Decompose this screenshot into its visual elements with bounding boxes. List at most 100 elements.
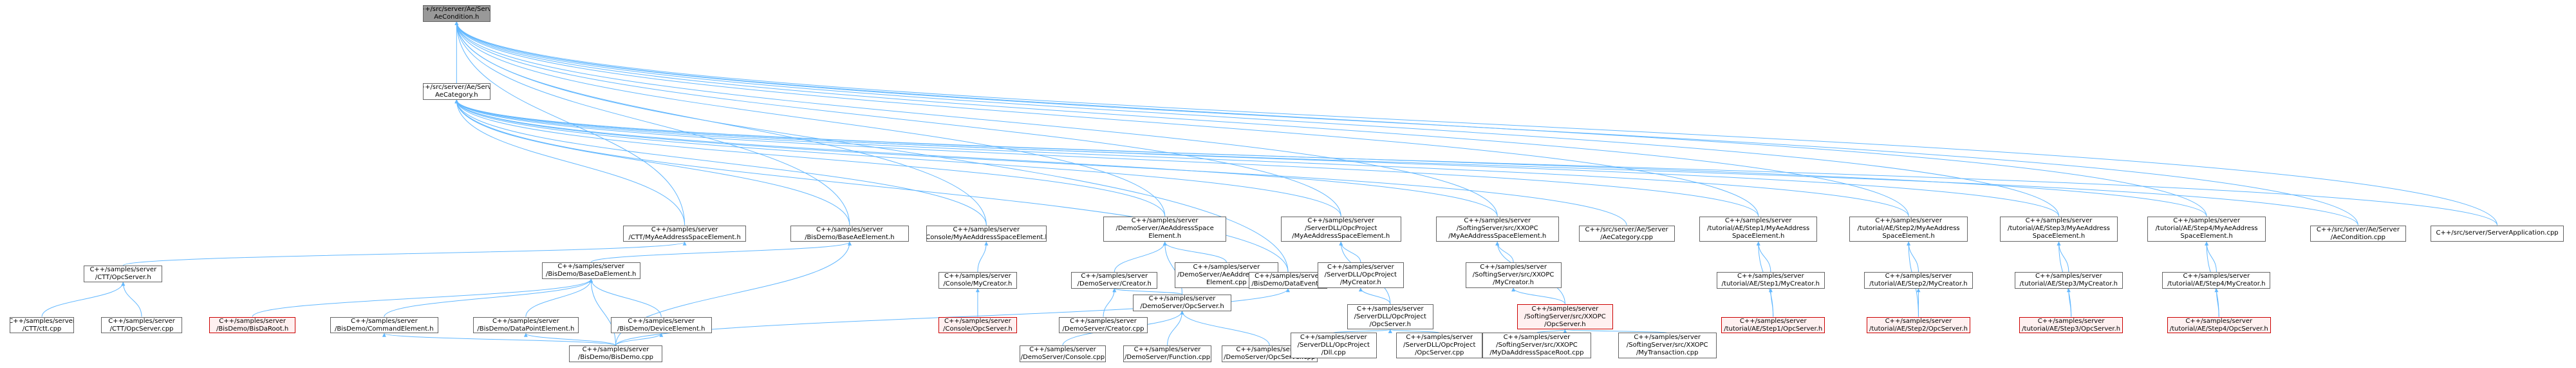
node-label-line: /ServerDLL/OpcProject xyxy=(1305,225,1377,233)
node-t1-mycreator[interactable]: C++/samples/server/tutorial/AE/Step1/MyC… xyxy=(1716,272,1825,289)
node-ctt-opcsrv-h[interactable]: C++/samples/server/CTT/OpcServer.h xyxy=(84,266,163,282)
edge-demo_aeas-to-demo_aeas_cpp xyxy=(1162,241,1227,263)
edge-con_myaeas-to-con_mycreator xyxy=(977,241,989,273)
node-demo-console-cpp[interactable]: C++/samples/server/DemoServer/Console.cp… xyxy=(1020,345,1106,362)
node-label-line: /ServerDLL/OpcProject xyxy=(1297,342,1370,349)
node-soft-mytrans-cpp[interactable]: C++/samples/server/SoftingServer/src/XXO… xyxy=(1618,333,1717,359)
node-label-line: /MyAeAddressSpaceElement.h xyxy=(1292,233,1390,240)
edge-aecat-to-demo_aeas xyxy=(454,99,1166,217)
node-bis-devel[interactable]: C++/samples/server/BisDemo/DeviceElement… xyxy=(610,316,712,334)
node-t4-opcsrv[interactable]: C++/samples/server/tutorial/AE/Step4/Opc… xyxy=(2167,316,2271,334)
node-bis-demo-cpp[interactable]: C++/samples/server/BisDemo/BisDemo.cpp xyxy=(568,345,663,362)
node-label-line: /tutorial/AE/Step3/OpcServer.h xyxy=(2022,325,2121,333)
node-srvapp-cpp[interactable]: C++/src/server/ServerApplication.cpp xyxy=(2431,225,2564,242)
edge-t1_mycreator-to-t1_opcsrv xyxy=(1768,288,1774,317)
node-dll-opcsrv[interactable]: C++/samples/server/ServerDLL/OpcProject/… xyxy=(1347,304,1433,330)
node-demo-function-cpp[interactable]: C++/samples/server/DemoServer/Function.c… xyxy=(1123,345,1212,362)
edge-root-to-t3_myaeas xyxy=(454,21,2060,217)
node-label-line: C++/samples/server xyxy=(1327,263,1394,271)
node-bis-dataevent[interactable]: C++/samples/server/BisDemo/DataEvent.h xyxy=(1248,272,1328,289)
node-soft-opcsrv[interactable]: C++/samples/server/SoftingServer/src/XXO… xyxy=(1517,304,1613,330)
node-demo-aeas[interactable]: C++/samples/server/DemoServer/AeAddressS… xyxy=(1103,216,1227,242)
node-bis-baseda[interactable]: C++/samples/server/BisDemo/BaseDaElement… xyxy=(541,262,640,279)
node-aecat-cpp[interactable]: C++/src/server/Ae/Server/AeCategory.cpp xyxy=(1578,225,1675,242)
node-label-line: /DemoServer/Creator.h xyxy=(1077,280,1152,287)
node-label-line: C++/samples/server xyxy=(1236,346,1303,354)
node-label-line: C++/samples/server xyxy=(651,226,718,233)
node-label-line: C++/samples/server xyxy=(1131,217,1199,225)
node-label-line: /tutorial/AE/Step2/OpcServer.h xyxy=(1869,325,1968,333)
edge-ctt_opcsrv_h-to-ctt_opcsrv_cpp xyxy=(121,282,142,317)
node-label-line: C++/samples/server xyxy=(1480,263,1547,271)
node-label-line: C++/samples/server xyxy=(1134,346,1201,354)
edge-bis_dpel-to-bis_demo_cpp xyxy=(523,333,617,346)
node-ctt-cpp[interactable]: C++/samples/server/CTT/ctt.cpp xyxy=(10,316,74,334)
node-label-line: /OpcServer.h xyxy=(1369,320,1411,328)
node-label-line: /ServerDLL/OpcProject xyxy=(1354,313,1426,320)
edge-aecat-to-t3_myaeas xyxy=(454,99,2060,217)
edge-demo_aeas-to-demo_creator xyxy=(1114,241,1167,273)
node-demo-opcsrv[interactable]: C++/samples/server/DemoServer/OpcServer.… xyxy=(1133,294,1231,311)
node-label-line: /MyCreator.h xyxy=(1339,278,1381,286)
node-label-line: C++/samples/server xyxy=(2185,317,2253,325)
edge-root-to-dll_myaeas xyxy=(454,21,1341,217)
node-t2-myaeas[interactable]: C++/samples/server/tutorial/AE/Step2/MyA… xyxy=(1849,216,1968,242)
node-con-opcsrv[interactable]: C++/samples/server/Console/OpcServer.h xyxy=(938,316,1018,334)
node-aecat[interactable]: C++/src/server/Ae/ServerAeCategory.h xyxy=(422,83,491,100)
node-t3-myaeas[interactable]: C++/samples/server/tutorial/AE/Step3/MyA… xyxy=(1999,216,2118,242)
node-t3-mycreator[interactable]: C++/samples/server/tutorial/AE/Step3/MyC… xyxy=(2014,272,2123,289)
node-aecond-cpp[interactable]: C++/src/server/Ae/Server/AeCondition.cpp xyxy=(2310,225,2406,242)
node-label-line: C++/samples/server xyxy=(1070,317,1137,325)
node-label-line: /BisDemo/DeviceElement.h xyxy=(617,325,705,333)
node-label-line: /BisDemo/CommandElement.h xyxy=(335,325,434,333)
node-t1-myaeas[interactable]: C++/samples/server/tutorial/AE/Step1/MyA… xyxy=(1699,216,1818,242)
node-label-line: Element.h xyxy=(1148,233,1182,240)
node-ctt-opcsrv-cpp[interactable]: C++/samples/server/CTT/OpcServer.cpp xyxy=(100,316,183,334)
node-demo-creator-cpp[interactable]: C++/samples/server/DemoServer/Creator.cp… xyxy=(1059,316,1148,334)
node-label-line: C++/src/server/ServerApplication.cpp xyxy=(2436,229,2559,237)
node-bis-baseae[interactable]: C++/samples/server/BisDemo/BaseAeElement… xyxy=(790,225,909,242)
node-bis-cmdel[interactable]: C++/samples/server/BisDemo/CommandElemen… xyxy=(330,316,438,334)
node-label-line: C++/samples/server xyxy=(1739,317,1807,325)
node-t1-opcsrv[interactable]: C++/samples/server/tutorial/AE/Step1/Opc… xyxy=(1721,316,1825,334)
node-t4-myaeas[interactable]: C++/samples/server/tutorial/AE/Step4/MyA… xyxy=(2147,216,2266,242)
node-label-line: C++/samples/server xyxy=(628,317,695,325)
node-label-line: /DemoServer/Console.cpp xyxy=(1020,354,1105,362)
node-con-myaeas[interactable]: C++/samples/server/Console/MyAeAddressSp… xyxy=(926,225,1047,242)
edge-soft_mycreator-to-soft_opcsrv xyxy=(1511,287,1565,304)
node-demo-creator[interactable]: C++/samples/server/DemoServer/Creator.h xyxy=(1071,272,1158,289)
node-ctt-myaeas[interactable]: C++/samples/server/CTT/MyAeAddressSpaceE… xyxy=(623,225,747,242)
node-root[interactable]: C++/src/server/Ae/ServerAeCondition.h xyxy=(422,5,491,22)
node-label-line: /tutorial/AE/Step4/MyCreator.h xyxy=(2167,280,2266,287)
node-label-line: /Dll.cpp xyxy=(1321,349,1346,357)
node-label-line: C++/samples/server xyxy=(1029,346,1096,354)
edge-aecat-to-bis_baseae xyxy=(454,99,850,226)
edge-demo_creator-to-demo_opcsrv xyxy=(1112,288,1182,295)
node-bis-daroot[interactable]: C++/samples/server/BisDemo/BisDaRoot.h xyxy=(209,316,296,334)
node-label-line: C++/samples/server xyxy=(108,317,175,325)
node-label-line: /SoftingServer/src/XXOPC xyxy=(1496,342,1578,349)
node-dll-mycreator[interactable]: C++/samples/server/ServerDLL/OpcProject/… xyxy=(1317,262,1404,288)
edge-dll_opcsrv-to-dll_opcsrv_cpp xyxy=(1388,329,1440,333)
node-soft-mycreator[interactable]: C++/samples/server/SoftingServer/src/XXO… xyxy=(1465,262,1562,288)
node-dll-myaeas[interactable]: C++/samples/server/ServerDLL/OpcProject/… xyxy=(1280,216,1401,242)
node-dll-dll-cpp[interactable]: C++/samples/server/ServerDLL/OpcProject/… xyxy=(1290,333,1377,359)
node-bis-dpel[interactable]: C++/samples/server/BisDemo/DataPointElem… xyxy=(472,316,579,334)
edge-root-to-soft_myaeas xyxy=(454,21,1498,217)
node-t4-mycreator[interactable]: C++/samples/server/tutorial/AE/Step4/MyC… xyxy=(2162,272,2271,289)
node-t2-opcsrv[interactable]: C++/samples/server/tutorial/AE/Step2/Opc… xyxy=(1867,316,1970,334)
node-soft-daasroot-cpp[interactable]: C++/samples/server/SoftingServer/src/XXO… xyxy=(1482,333,1591,359)
node-soft-myaeas[interactable]: C++/samples/server/SoftingServer/src/XXO… xyxy=(1435,216,1559,242)
node-t3-opcsrv[interactable]: C++/samples/server/tutorial/AE/Step3/Opc… xyxy=(2019,316,2123,334)
node-dll-opcsrv-cpp[interactable]: C++/samples/server/ServerDLL/OpcProject/… xyxy=(1396,333,1483,359)
node-con-mycreator[interactable]: C++/samples/server/Console/MyCreator.h xyxy=(938,272,1018,289)
node-label-line: /Console/MyAeAddressSpaceElement.h xyxy=(926,233,1047,241)
node-t2-mycreator[interactable]: C++/samples/server/tutorial/AE/Step2/MyC… xyxy=(1864,272,1973,289)
edge-root-to-bis_baseae xyxy=(454,21,850,226)
edge-ctt_myaeas-to-ctt_opcsrv_h xyxy=(122,241,687,266)
edge-t4_mycreator-to-t4_opcsrv xyxy=(2214,288,2219,317)
node-label-line: /CTT/MyAeAddressSpaceElement.h xyxy=(628,233,741,241)
node-label-line: /tutorial/AE/Step2/MyAeAddress xyxy=(1857,225,1960,233)
